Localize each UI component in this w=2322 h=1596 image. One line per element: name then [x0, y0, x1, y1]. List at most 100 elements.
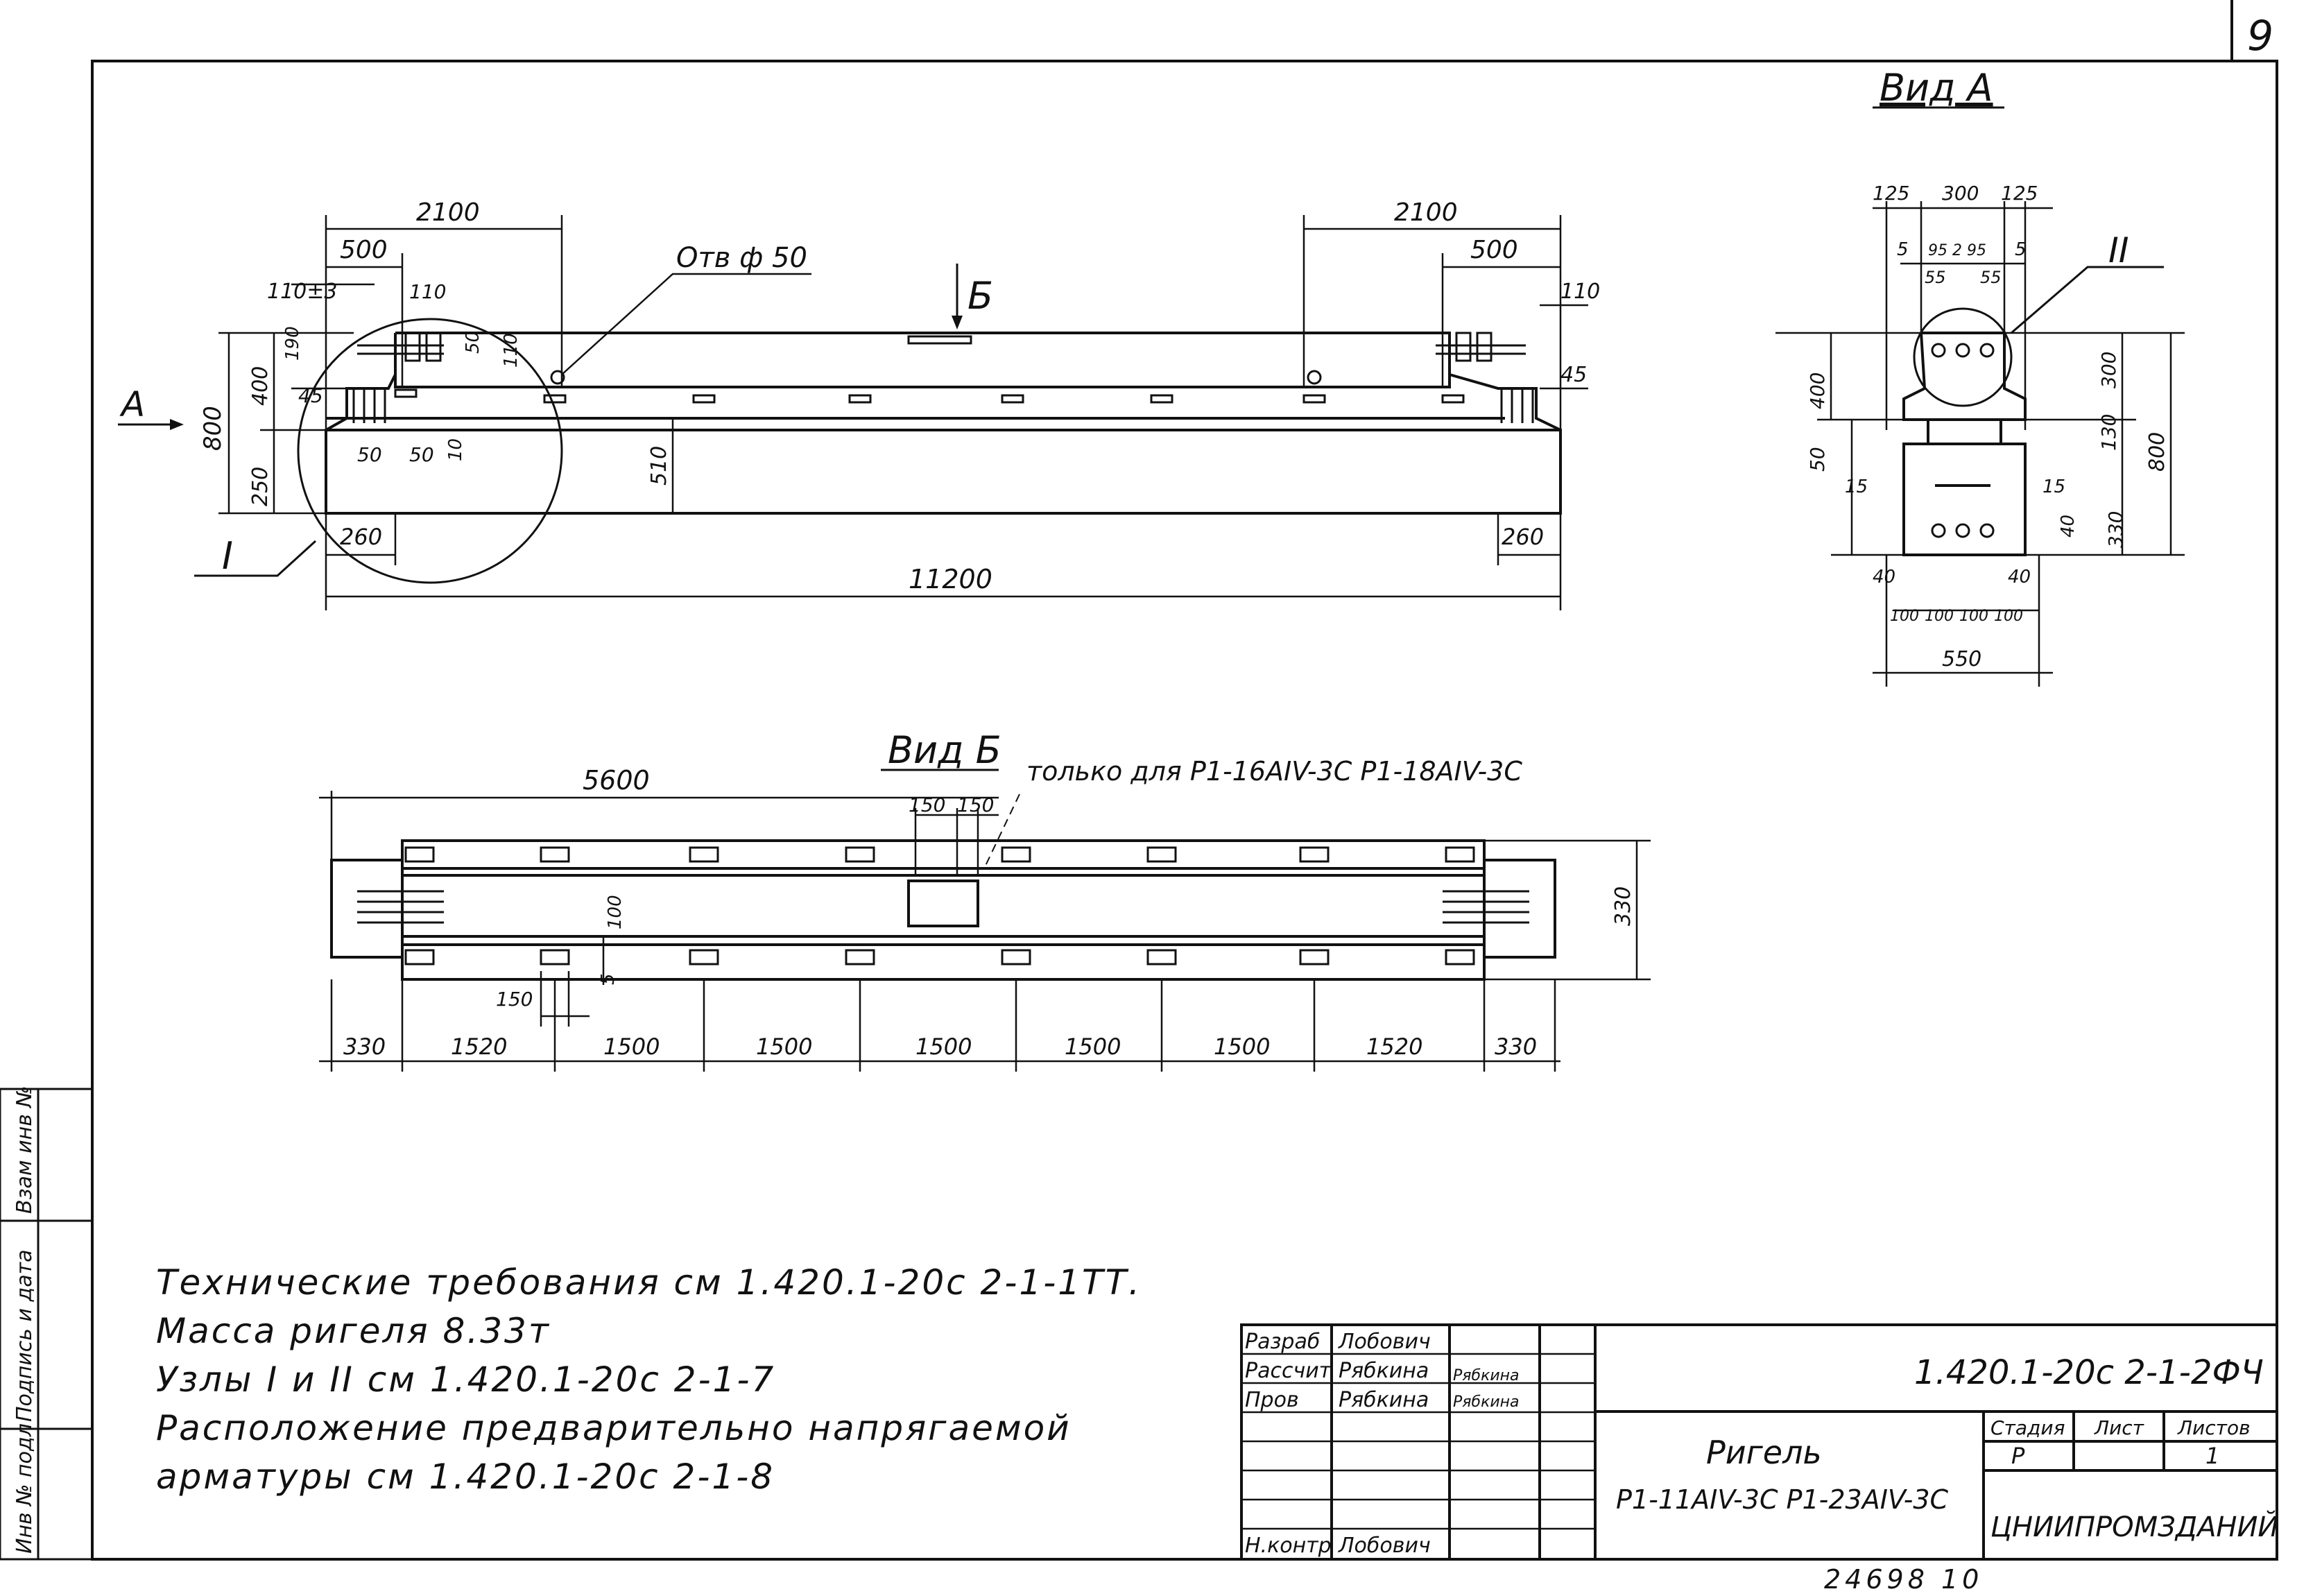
dim-a-952: 95 2 95	[1928, 242, 1986, 259]
dim-a-125b: 125	[2001, 182, 2038, 205]
title-block-rows	[1241, 1353, 1595, 1530]
sheet-frame	[91, 0, 2278, 1561]
view-a-bars	[1931, 343, 1995, 538]
view-a-title: Вид А	[1880, 66, 1993, 110]
dim-a-40a: 40	[1873, 567, 1895, 587]
dim-800: 800	[199, 406, 227, 451]
dim-a-100b: 100	[1925, 608, 1954, 625]
tb-name-1: Рябкина	[1339, 1359, 1429, 1383]
note-line-4: Расположение предварительно напрягаемой	[156, 1408, 1072, 1448]
dim-110-3: 110±3	[267, 280, 337, 304]
dim-510: 510	[647, 446, 671, 486]
section-b-label: Б	[968, 274, 993, 318]
dim-2100-left: 2100	[416, 198, 480, 227]
dim-b-bottom-7: 1520	[1366, 1033, 1422, 1060]
hole-label: Отв ф 50	[676, 242, 807, 274]
dim-110-right: 110	[1560, 280, 1600, 304]
dim-110-v: 110	[501, 333, 522, 368]
dim-a-800: 800	[2145, 432, 2169, 472]
node-2-label: II	[2108, 230, 2129, 271]
tb-name-2: Рябкина	[1339, 1388, 1429, 1412]
dim-a-300: 300	[1942, 182, 1979, 205]
dim-a-40b: 40	[2008, 567, 2031, 587]
tb-title-2: Р1-11АIV-3С Р1-23АIV-3С	[1616, 1484, 1948, 1515]
node-1-circle	[297, 318, 563, 584]
view-b-beam	[330, 839, 1556, 981]
dim-a-5b: 5	[2015, 239, 2027, 260]
bottom-stamp: 24698 10	[1824, 1564, 1983, 1595]
dim-11200: 11200	[909, 564, 992, 594]
tb-sign-1: Рябкина	[1453, 1367, 1520, 1384]
note-line-1: Технические требования см 1.420.1-20с 2-…	[156, 1262, 1142, 1303]
dim-50-v: 50	[463, 331, 483, 354]
dim-b-bottom-0: 330	[343, 1033, 386, 1060]
dim-45-right: 45	[1560, 363, 1587, 387]
dim-b-5: 5	[598, 973, 619, 985]
dim-b-150c: 150	[496, 988, 533, 1011]
tb-stage: Р	[2011, 1443, 2025, 1469]
dim-a-55a: 55	[1925, 268, 1946, 287]
dim-a-400: 400	[1806, 372, 1829, 409]
note-line-3: Узлы I и II см 1.420.1-20с 2-1-7	[156, 1359, 776, 1400]
tb-code: 1.420.1-20с 2-1-2ФЧ	[1914, 1353, 2264, 1392]
dim-260-left: 260	[340, 524, 382, 550]
tb-name-7: Лобович	[1338, 1534, 1431, 1558]
view-b-dimension-lines	[319, 791, 1651, 1072]
page-number: 9	[2247, 12, 2273, 60]
node-1-label: I	[222, 534, 233, 578]
side-stamp-replace: Взам инв №	[12, 1086, 37, 1214]
dim-b-bottom-1: 1520	[451, 1033, 507, 1060]
tb-sheets-label: Листов	[2177, 1416, 2251, 1439]
dim-a-330: 330	[2104, 511, 2127, 548]
dim-b-bottom-2: 1500	[603, 1033, 660, 1060]
dim-b-5600: 5600	[583, 765, 650, 796]
view-b-title: Вид Б	[888, 728, 1001, 772]
main-inserts	[352, 332, 1534, 423]
arrow-a-head	[170, 419, 184, 430]
dim-a-15b: 15	[2043, 477, 2065, 497]
tb-role-7: Н.контр	[1245, 1534, 1332, 1558]
tb-role-0: Разраб	[1245, 1330, 1320, 1354]
dim-a-100d: 100	[1994, 608, 2023, 625]
view-a-dimension-lines	[1775, 201, 2185, 687]
arrow-a-label: А	[119, 384, 145, 424]
dim-190: 190	[282, 326, 303, 361]
side-stamp	[0, 1088, 94, 1561]
dim-a-100a: 100	[1890, 608, 1919, 625]
dim-a-55b: 55	[1980, 268, 2002, 287]
dim-45-left: 45	[298, 384, 323, 407]
dim-110-left: 110	[409, 280, 446, 303]
main-dimension-lines	[218, 215, 1588, 610]
dim-b-150a: 150	[909, 793, 945, 816]
main-beam-elevation	[325, 332, 1562, 515]
dim-2100-right: 2100	[1394, 198, 1458, 227]
tb-org: ЦНИИПРОМЗДАНИЙ	[1990, 1510, 2278, 1543]
dim-a-40v: 40	[2058, 515, 2079, 538]
hole-leader	[561, 273, 811, 375]
dim-a-100c: 100	[1959, 608, 1988, 625]
title-block-roles: Разраб Лобович Рассчит Рябкина Рябкина П…	[1245, 1330, 1520, 1558]
section-b-head	[952, 316, 963, 329]
dim-b-150b: 150	[957, 793, 994, 816]
dim-b-100: 100	[605, 895, 626, 929]
dim-500-left: 500	[340, 236, 388, 264]
dim-b-330v: 330	[1611, 886, 1635, 926]
dim-a-125a: 125	[1873, 182, 1909, 205]
node-2-leader	[2011, 266, 2164, 334]
side-stamp-sign: Подпись и дата	[12, 1250, 37, 1423]
dim-a-15a: 15	[1845, 477, 1868, 497]
node-2-circle	[1913, 307, 2013, 407]
view-b-pockets	[357, 846, 1529, 966]
node-1-leader	[194, 540, 317, 577]
dim-b-bottom-5: 1500	[1065, 1033, 1121, 1060]
dim-a-550: 550	[1942, 647, 1981, 671]
tb-stage-label: Стадия	[1990, 1416, 2065, 1439]
dim-500-right: 500	[1470, 236, 1518, 264]
dim-400: 400	[248, 366, 273, 406]
tb-role-2: Пров	[1245, 1388, 1299, 1412]
dim-b-bottom-8: 330	[1495, 1033, 1537, 1060]
dim-a-5a: 5	[1897, 239, 1909, 260]
dim-260-right: 260	[1502, 524, 1544, 550]
dim-a-50: 50	[1806, 447, 1829, 472]
